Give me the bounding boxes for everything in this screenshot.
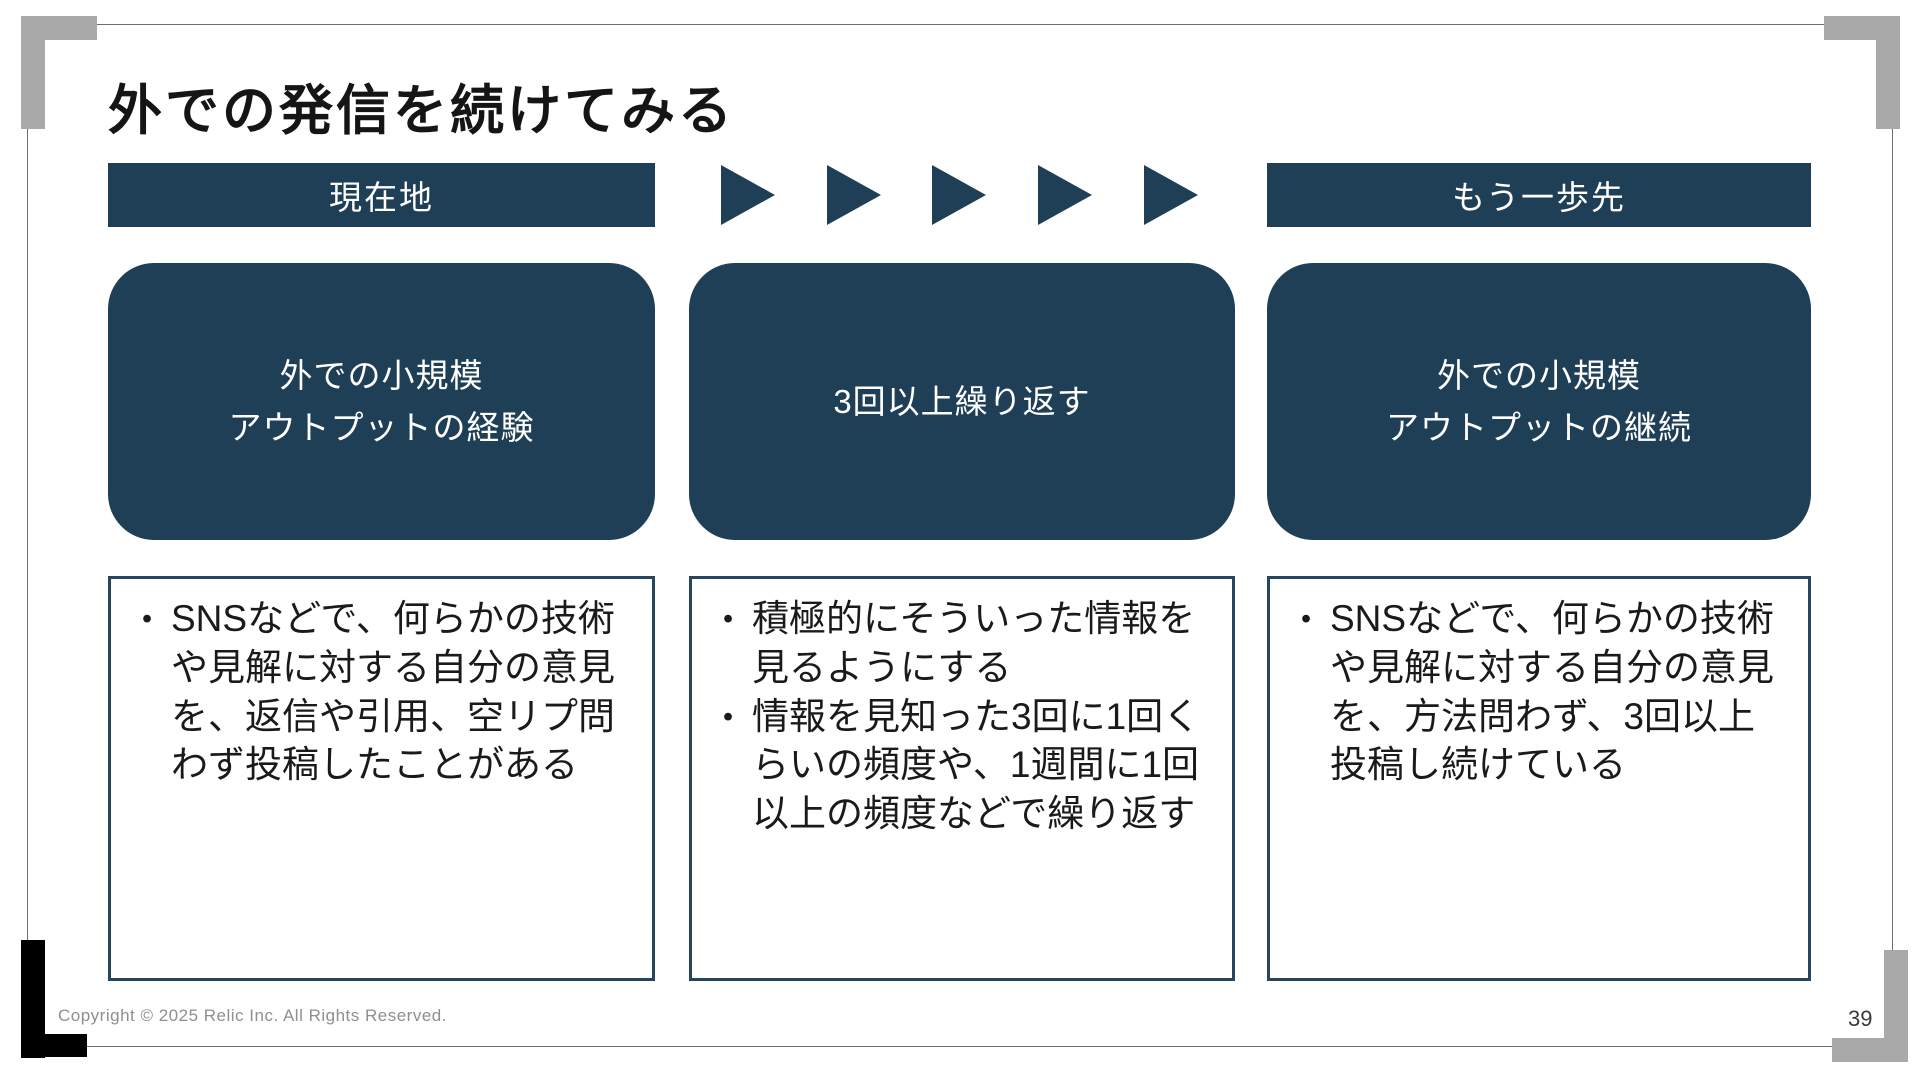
stage-box-2: 3回以上繰り返す (689, 263, 1235, 540)
list-item: • 積極的にそういった情報を見るようにする (704, 595, 1212, 693)
detail-box-1: • SNSなどで、何らかの技術や見解に対する自分の意見を、返信や引用、空リプ問わ… (108, 576, 655, 981)
bullet-text: SNSなどで、何らかの技術や見解に対する自分の意見を、返信や引用、空リプ問わず投… (171, 598, 615, 786)
header-bar-current-label: 現在地 (329, 179, 434, 216)
bullet-icon: • (722, 700, 734, 733)
bullet-icon: • (141, 603, 153, 635)
bullet-icon: • (722, 603, 734, 635)
list-item: • 情報を見知った3回に1回くらいの頻度や、1週間に1回以上の頻度などで繰り返す (704, 693, 1212, 839)
stage-box-2-label: 3回以上繰り返す (833, 382, 1091, 420)
bullet-icon: • (1300, 603, 1312, 635)
arrow-right-icon (720, 165, 775, 225)
header-bar-next-label: もう一歩先 (1451, 179, 1626, 216)
stage-box-1-label: 外での小規模 アウトプットの経験 (228, 357, 535, 446)
list-item: • SNSなどで、何らかの技術や見解に対する自分の意見を、返信や引用、空リプ問わ… (123, 595, 632, 790)
arrow-right-icon (932, 165, 987, 225)
header-bar-current: 現在地 (108, 163, 655, 227)
copyright-text: Copyright © 2025 Relic Inc. All Rights R… (58, 1006, 447, 1025)
arrow-strip (655, 163, 1264, 227)
arrow-right-icon (1144, 165, 1199, 225)
bullet-text: 情報を見知った3回に1回くらいの頻度や、1週間に1回以上の頻度などで繰り返す (752, 695, 1201, 835)
stage-box-3-label: 外での小規模 アウトプットの継続 (1386, 357, 1692, 446)
detail-box-2: • 積極的にそういった情報を見るようにする • 情報を見知った3回に1回くらいの… (689, 576, 1235, 981)
frame-border (27, 24, 1893, 1047)
page-number: 39 (1848, 1006, 1873, 1031)
header-bar-next: もう一歩先 (1267, 163, 1811, 227)
detail-box-3: • SNSなどで、何らかの技術や見解に対する自分の意見を、方法問わず、3回以上投… (1267, 576, 1811, 981)
stage-box-1: 外での小規模 アウトプットの経験 (108, 263, 655, 540)
bullet-text: 積極的にそういった情報を見るようにする (752, 598, 1196, 688)
bullet-text: SNSなどで、何らかの技術や見解に対する自分の意見を、方法問わず、3回以上投稿し… (1330, 598, 1774, 786)
slide-title: 外での発信を続けてみる (108, 81, 735, 141)
arrow-right-icon (826, 165, 881, 225)
list-item: • SNSなどで、何らかの技術や見解に対する自分の意見を、方法問わず、3回以上投… (1282, 595, 1788, 790)
stage-box-3: 外での小規模 アウトプットの継続 (1267, 263, 1811, 540)
arrow-right-icon (1038, 165, 1093, 225)
